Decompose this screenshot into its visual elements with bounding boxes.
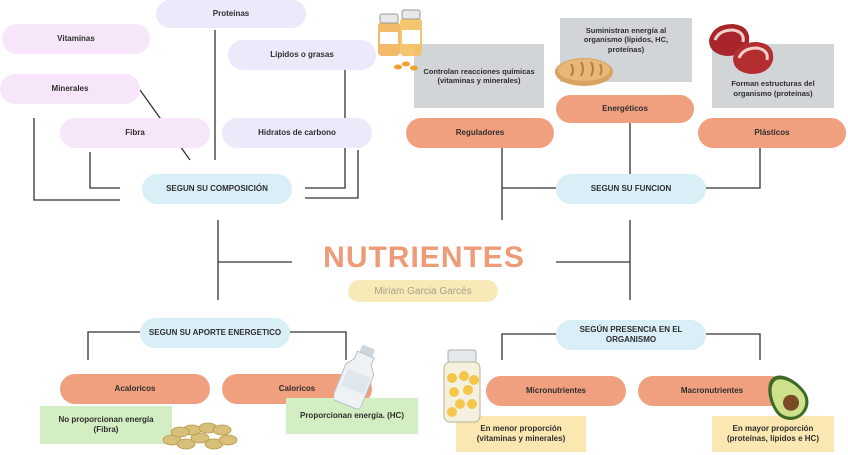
bread-icon: [553, 54, 615, 88]
node-segun-funcion: SEGUN SU FUNCION: [556, 174, 706, 204]
node-micronutrientes: Micronutrientes: [486, 376, 626, 406]
node-lipidos: Lípidos o grasas: [228, 40, 376, 70]
node-acaloricos: Acaloricos: [60, 374, 210, 404]
desc-acaloricos: No proporcionan energía (Fibra): [40, 406, 172, 444]
main-title: NUTRIENTES: [300, 238, 548, 278]
node-minerales: Minerales: [0, 74, 140, 104]
node-segun-presencia: SEGÚN PRESENCIA EN EL ORGANISMO: [556, 320, 706, 350]
node-energeticos: Energéticos: [556, 95, 694, 123]
node-proteinas: Proteinas: [156, 0, 306, 28]
avocado-icon: [760, 370, 814, 424]
node-plasticos: Plásticos: [698, 118, 846, 148]
node-vitaminas: Vitaminas: [2, 24, 150, 54]
supplement-bottles-icon: [374, 8, 434, 74]
node-reguladores: Reguladores: [406, 118, 554, 148]
node-hidratos: Hidratos de carbono: [222, 118, 372, 148]
node-segun-composicion: SEGUN SU COMPOSICIÓN: [142, 174, 292, 204]
milk-bottle-icon: [334, 344, 386, 410]
pill-bottle-icon: [440, 348, 484, 426]
node-segun-aporte: SEGUN SU APORTE ENERGETICO: [140, 318, 290, 348]
seeds-icon: [158, 414, 244, 452]
node-fibra: Fibra: [60, 118, 210, 148]
meat-icon: [705, 20, 779, 80]
author-badge: Miriam Garcia Garcés: [348, 280, 498, 302]
